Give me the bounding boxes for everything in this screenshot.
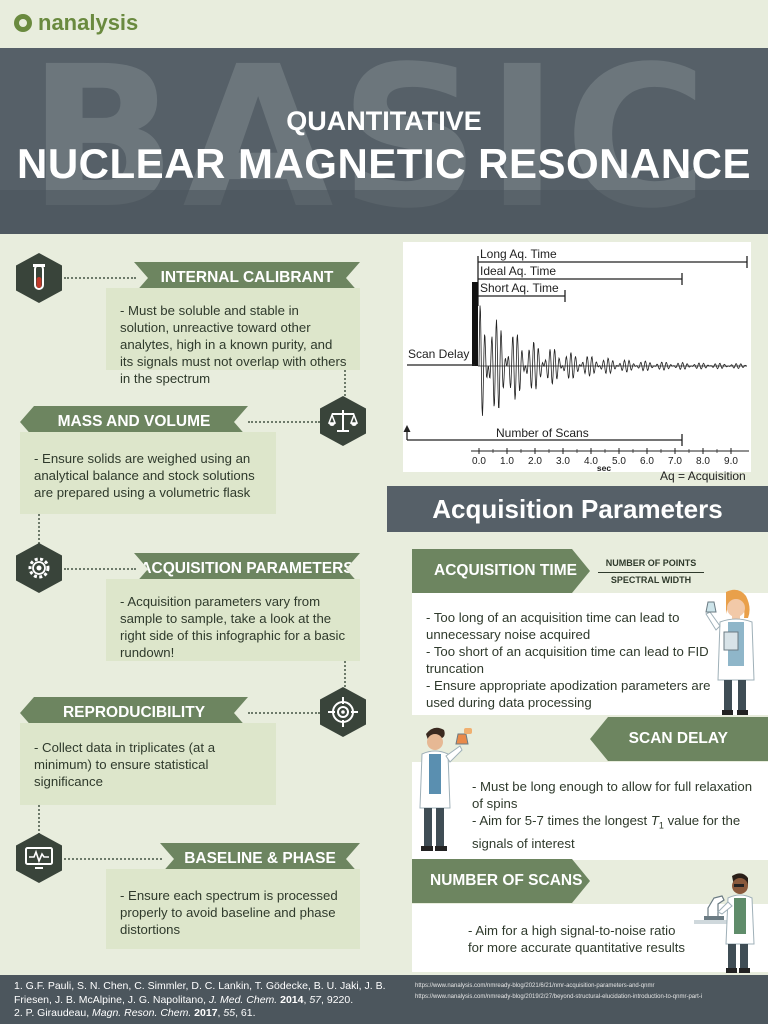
scan-delay-title: SCAN DELAY (590, 717, 768, 761)
connector-line (64, 277, 136, 279)
scan-delay-line: - Aim for 5-7 times the longest T1 value… (472, 812, 754, 852)
reference-volume: 57 (309, 993, 322, 1006)
number-of-scans-body: - Aim for a high signal-to-noise ratio f… (412, 904, 768, 972)
short-aq-label: Short Aq. Time (480, 281, 559, 295)
fraction-line (598, 572, 704, 573)
reference-2: 2. P. Giraudeau, Magn. Reson. Chem. 2017… (14, 1007, 256, 1019)
section-body-internal-calibrant: - Must be soluble and stable in solution… (106, 288, 360, 386)
scale-icon (320, 396, 366, 446)
scan-delay-body: - Must be long enough to allow for full … (412, 762, 768, 860)
reference-page: , 61. (235, 1007, 256, 1019)
scan-delay-text: value for the signals of interest (472, 813, 741, 851)
connector-line (248, 421, 320, 423)
connector-line (344, 661, 346, 687)
time-axis-tick-label: 3.0 (556, 456, 570, 467)
scan-delay-line: - Must be long enough to allow for full … (472, 779, 753, 811)
section-body-acquisition-parameters: - Acquisition parameters vary from sampl… (106, 579, 360, 661)
acquisition-time-line: - Too long of an acquisition time can le… (426, 610, 680, 642)
section-body-reproducibility: - Collect data in triplicates (at a mini… (20, 723, 276, 805)
ideal-aq-bar (478, 273, 683, 285)
footer (0, 975, 768, 1024)
time-axis-ticks: 0.0 1.0 2.0 3.0 4.0 5.0 6.0 7.0 8.0 9.0 (472, 448, 738, 467)
hero-banner: BASIC QUANTITATIVE NUCLEAR MAGNETIC RESO… (0, 48, 768, 234)
section-body-baseline-and-phase: - Ensure each spectrum is processed prop… (106, 869, 360, 949)
connector-line (344, 370, 346, 396)
time-axis-tick-label: 2.0 (528, 456, 542, 467)
time-axis-tick-label: 9.0 (724, 456, 738, 467)
test-tube-icon (16, 253, 62, 303)
reference-url-link[interactable]: https://www.nanalysis.com/nmready-blog/2… (415, 994, 703, 1000)
time-axis-tick-label: 1.0 (500, 456, 514, 467)
short-aq-bar (478, 290, 566, 302)
ideal-aq-label: Ideal Aq. Time (480, 264, 556, 278)
t1-symbol: T (650, 813, 659, 828)
time-axis-tick-label: 0.0 (472, 456, 486, 467)
reference-year: 2014 (280, 993, 304, 1006)
scan-delay-block (472, 282, 478, 366)
connector-line (64, 568, 136, 570)
section-body-mass-and-volume: - Ensure solids are weighed using an ana… (20, 432, 276, 514)
scan-delay-text: - Aim for 5-7 times the longest (472, 813, 651, 828)
fraction-numerator: NUMBER OF POINTS (605, 558, 697, 568)
hero-band (0, 190, 768, 234)
connector-line (38, 514, 40, 544)
time-axis-tick-label: 8.0 (696, 456, 710, 467)
long-aq-bar (478, 256, 748, 268)
hero-title: NUCLEAR MAGNETIC RESONANCE (16, 140, 751, 187)
fid-diagram: Long Aq. Time Ideal Aq. Time Short Aq. T… (403, 247, 749, 473)
reference-url-link[interactable]: https://www.nanalysis.com/nmready-blog/2… (415, 983, 655, 989)
reference-page: , 9220. (321, 993, 354, 1006)
scan-delay-label: Scan Delay (408, 347, 469, 361)
reference-urls: https://www.nanalysis.com/nmready-blog/2… (415, 981, 765, 1003)
acquisition-time-line: - Ensure appropriate apodization paramet… (426, 678, 711, 710)
reference-journal: Magn. Reson. Chem. (92, 1007, 192, 1019)
acquisition-time-title: ACQUISITION TIME (412, 549, 590, 593)
time-axis-tick-label: 5.0 (612, 456, 626, 467)
scientist-woman-illustration (704, 588, 764, 722)
gear-icon (16, 543, 62, 593)
fid-diagram-panel: Long Aq. Time Ideal Aq. Time Short Aq. T… (403, 242, 751, 473)
scientist-microscope-illustration (694, 868, 768, 978)
references: 1. G.F. Pauli, S. N. Chen, C. Simmler, D… (14, 980, 394, 1021)
reference-journal: J. Med. Chem. (208, 993, 278, 1006)
fraction-denominator: SPECTRAL WIDTH (610, 575, 692, 585)
time-axis-unit: sec (597, 463, 611, 472)
reference-year: 2017 (194, 1007, 218, 1019)
scientist-man-illustration (414, 724, 476, 860)
acquisition-parameters-header: Acquisition Parameters (387, 486, 768, 532)
brand-name: nanalysis (38, 10, 139, 35)
logo-bar (0, 0, 768, 48)
t1-subscript: 1 (658, 820, 664, 831)
reference-authors: 1. G.F. Pauli, S. N. Chen, C. Simmler, D… (14, 980, 386, 1006)
time-axis-tick-label: 6.0 (640, 456, 654, 467)
number-of-scans-bar (403, 425, 683, 446)
acquisition-time-line: - Too short of an acquisition time can l… (426, 644, 709, 676)
number-of-scans-title: NUMBER OF SCANS (412, 859, 590, 903)
brand-logo[interactable]: nanalysis (14, 10, 138, 36)
reference-volume: 55 (223, 1007, 236, 1019)
long-aq-label: Long Aq. Time (480, 247, 557, 261)
connector-line (38, 805, 40, 835)
reference-authors: 2. P. Giraudeau, (14, 1007, 93, 1019)
number-of-scans-label: Number of Scans (496, 426, 589, 440)
target-icon (320, 687, 366, 737)
hero-subtitle: QUANTITATIVE (286, 106, 482, 136)
aq-note: Aq = Acquisition (660, 469, 746, 483)
connector-line (248, 712, 320, 714)
time-axis-tick-label: 4.0 (584, 456, 598, 467)
connector-line (64, 858, 162, 860)
logo-mark-icon (14, 14, 32, 32)
fid-signal (478, 305, 747, 416)
reference-1: 1. G.F. Pauli, S. N. Chen, C. Simmler, D… (14, 980, 386, 1006)
time-axis-tick-label: 7.0 (668, 456, 682, 467)
monitor-icon (16, 833, 62, 883)
